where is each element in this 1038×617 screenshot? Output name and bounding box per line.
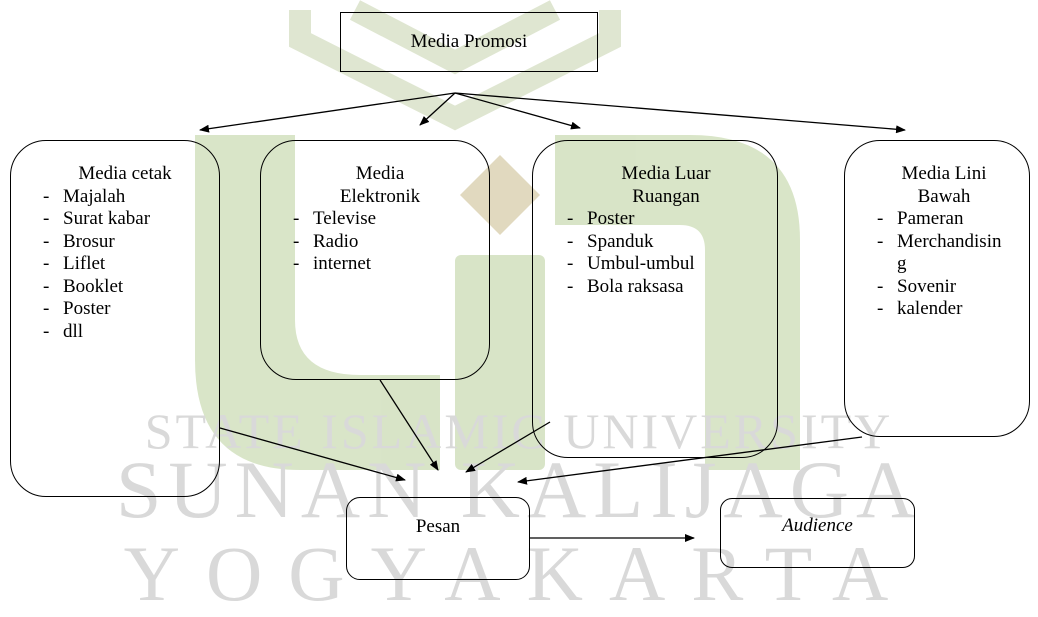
- category-title-line: Media Luar: [621, 163, 711, 184]
- list-item: Spanduk: [563, 231, 769, 254]
- watermark-line-3: YOGYAKARTA: [123, 530, 915, 617]
- list-item: Surat kabar: [39, 208, 211, 231]
- category-item-list: Televise Radio internet: [289, 208, 479, 276]
- message-node-label: Pesan: [415, 516, 461, 537]
- list-item: Televise: [289, 208, 479, 231]
- arrow-root-to-cetak: [199, 92, 456, 133]
- category-node-media-lini-bawah: Media Lini Bawah Pameran Merchandi­sing …: [844, 140, 1030, 437]
- category-title: Media cetak: [39, 163, 211, 186]
- arrow-cetak-to-pesan: [219, 427, 406, 482]
- list-item: Sovenir: [873, 276, 1007, 299]
- arrow-root-to-elektronik: [419, 92, 456, 126]
- category-title-line: Ruangan: [632, 185, 700, 207]
- list-item: Pameran: [873, 208, 1007, 231]
- root-node-label: Media Promosi: [410, 30, 528, 52]
- category-item-list: Majalah Surat kabar Brosur Liflet Bookle…: [39, 186, 211, 344]
- arrow-lini-bawah-to-pesan: [517, 436, 863, 485]
- category-node-media-luar-ruangan: Media Luar Ruangan Poster Spanduk Umbul-…: [532, 140, 778, 458]
- list-item: kalender: [873, 298, 1007, 321]
- category-title-line: Elektronik: [339, 185, 421, 207]
- category-title-line: Media Lini: [901, 163, 987, 184]
- category-item-list: Poster Spanduk Umbul-umbul Bola raksasa: [563, 208, 769, 298]
- category-node-media-elektronik: Media Elektronik Televise Radio internet: [260, 140, 490, 380]
- category-item-list: Pameran Merchandi­sing Sovenir kalender: [873, 208, 1023, 321]
- audience-node: Audience: [720, 498, 915, 568]
- watermark-line-2: SUNAN KALIJAGA: [115, 444, 923, 535]
- list-item: Umbul-umbul: [563, 253, 769, 276]
- list-item: Bola raksasa: [563, 276, 769, 299]
- list-item: Brosur: [39, 231, 211, 254]
- arrow-elektronik-to-pesan: [379, 379, 439, 471]
- category-title-line: Media: [355, 163, 405, 184]
- message-node-pesan: Pesan: [346, 497, 530, 580]
- arrow-root-to-lini-bawah: [454, 92, 906, 134]
- list-item: Booklet: [39, 276, 211, 299]
- root-node-media-promosi: Media Promosi: [340, 12, 598, 72]
- list-item: Poster: [39, 298, 211, 321]
- list-item: Majalah: [39, 186, 211, 209]
- arrow-luar-ruangan-to-pesan: [465, 421, 551, 473]
- list-item: Merchandi­sing: [873, 231, 1007, 276]
- list-item: dll: [39, 321, 211, 344]
- category-title-line: Bawah: [917, 185, 971, 207]
- category-title: Media Elektronik: [289, 163, 479, 208]
- category-title-line: Media cetak: [78, 163, 172, 184]
- list-item: internet: [289, 253, 479, 276]
- list-item: Radio: [289, 231, 479, 254]
- category-node-media-cetak: Media cetak Majalah Surat kabar Brosur L…: [10, 140, 220, 497]
- audience-node-label: Audience: [782, 515, 853, 536]
- category-title: Media Luar Ruangan: [563, 163, 769, 208]
- category-title: Media Lini Bawah: [873, 163, 1023, 208]
- list-item: Poster: [563, 208, 769, 231]
- list-item: Liflet: [39, 253, 211, 276]
- arrow-root-to-luar-ruangan: [454, 92, 581, 130]
